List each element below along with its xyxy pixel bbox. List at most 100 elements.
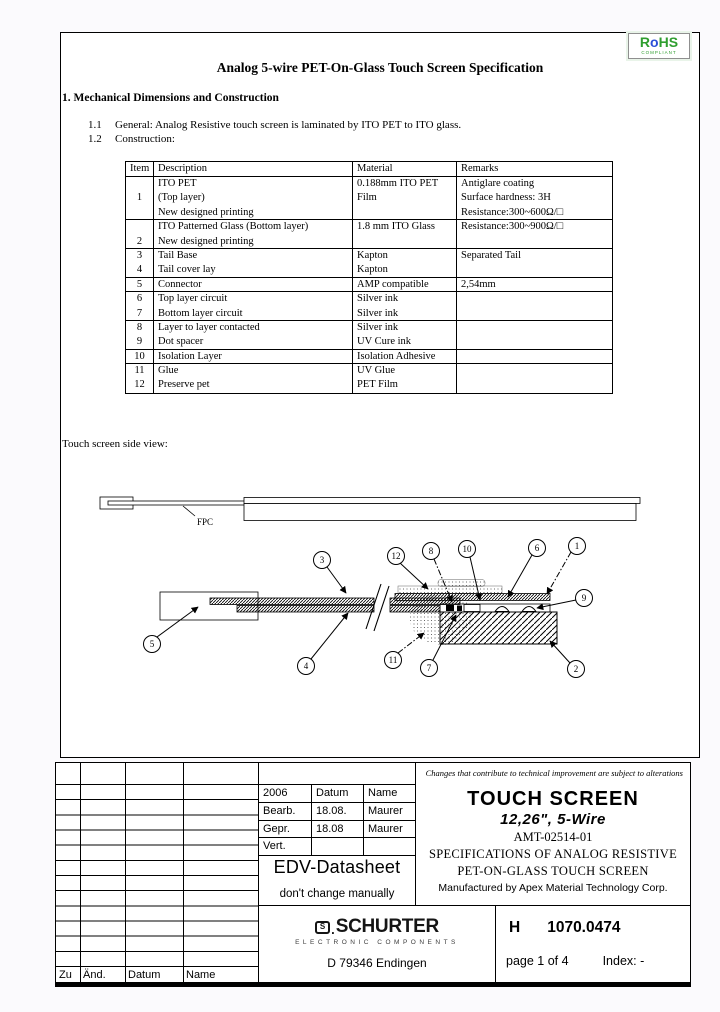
table-cell-description: (Top layer) [154,191,353,206]
table-cell-remarks [457,321,612,335]
balloon-7: 7 [420,659,438,677]
approval-cell: Maurer [364,803,415,821]
preserve-pet-bump [437,579,486,587]
page-info-row: page 1 of 4 Index: - [506,954,690,968]
company-address: D 79346 Endingen [327,956,427,970]
revision-history-grid [56,784,258,966]
company-cell: S . SCHURTER ELECTRONIC COMPONENTS D 793… [259,906,495,983]
section-item-number: 1.1 [88,119,102,131]
glass-outline [243,503,637,521]
table-cell-material: Silver ink [353,306,457,321]
isolation-spacer-box [463,604,481,612]
product-title: TOUCH SCREEN [467,788,639,810]
title-block-divider [258,762,259,983]
table-cell-material: 0.188mm ITO PET [353,177,457,192]
table-cell-material: 1.8 mm ITO Glass [353,220,457,235]
product-spec-line2: PET-ON-GLASS TOUCH SCREEN [457,864,649,878]
table-cell-material: Kapton [353,248,457,264]
balloon-10: 10 [458,540,476,558]
product-part-number: AMT-02514-01 [513,830,593,844]
preserve-pet-layer [397,585,503,594]
table-cell-remarks [457,335,612,350]
table-cell-item: 1 [126,191,154,206]
table-cell-item: 9 [126,335,154,350]
table-header-item: Item [126,162,154,177]
dot-spacer-bump [521,606,537,612]
dot-spacer-bump [494,606,510,612]
index-indicator: Index: - [602,954,645,968]
table-cell-material [353,234,457,249]
cross-section-view [159,579,558,645]
section-item-1-1: 1.1 General: Analog Resistive touch scre… [88,119,461,131]
balloon-2: 2 [567,660,585,678]
table-header-material: Material [353,162,457,177]
touch-screen-side-view-drawing: FPC 1 2 [99,496,641,678]
balloon-3: 3 [313,551,331,569]
table-cell-remarks: Resistance:300~600Ω/□ [457,206,612,221]
table-cell-material: Film [353,191,457,206]
table-cell-remarks [457,364,612,378]
table-cell-item: 5 [126,277,154,293]
svg-text:10: 10 [463,544,473,554]
table-cell-description: Layer to layer contacted [154,320,353,336]
rohs-label: RoHS [639,34,679,50]
svg-text:2: 2 [574,664,579,674]
bottom-thick-border [55,983,691,987]
section-item-text: General: Analog Resistive touch screen i… [115,119,462,131]
table-cell-material: AMP compatible [353,277,457,293]
edv-warning: don't change manually [279,888,395,900]
balloon-11: 11 [384,651,402,669]
product-manufacturer: Manufactured by Apex Material Technology… [438,882,668,894]
title-block-divider [415,762,416,905]
table-cell-description: ITO Patterned Glass (Bottom layer) [154,220,353,235]
svg-text:3: 3 [320,555,325,565]
table-cell-material: Kapton [353,263,457,278]
approval-cell: 18.08 [312,820,364,839]
balloon-9: 9 [575,589,593,607]
fpc-tail-strip [107,500,249,506]
break-line [365,583,382,630]
table-cell-description: New designed printing [154,205,353,221]
svg-text:8: 8 [429,546,434,556]
overall-side-view: FPC [99,496,641,527]
pet-top-layer [394,593,551,601]
table-cell-item: 8 [126,320,154,336]
svg-text:4: 4 [304,661,309,671]
table-cell-remarks: 2,54mm [457,278,612,293]
title-block-divider [495,905,496,983]
table-cell-material: Silver ink [353,292,457,307]
table-cell-description: Top layer circuit [154,292,353,307]
document-number-cell: H 1070.0474 page 1 of 4 Index: - [496,906,690,983]
table-header-description: Description [154,162,353,177]
silver-contact [446,605,454,611]
document-number: 1070.0474 [547,919,621,936]
table-cell-material: Isolation Adhesive [353,349,457,365]
svg-text:12: 12 [392,551,401,561]
fpc-leader-line [182,505,196,517]
table-cell-item: 11 [126,364,154,379]
tail-top-strip [209,597,375,605]
tail-bottom-strip-right [389,605,441,613]
table-cell-item: 7 [126,306,154,321]
silver-contact [457,605,462,611]
edv-cell: EDV-Datasheet don't change manually [259,857,415,905]
alterations-note: Changes that contribute to technical imp… [425,768,683,778]
table-cell-item: 12 [126,378,154,393]
title-block-divider [258,784,416,785]
balloon-6: 6 [528,539,546,557]
svg-text:1: 1 [575,541,580,551]
svg-text:11: 11 [389,655,398,665]
table-header-remarks: Remarks [457,162,612,177]
table-cell-item: 2 [126,234,154,249]
table-cell-material: UV Cure ink [353,335,457,350]
approval-cell [312,838,364,856]
table-cell-remarks [457,263,612,278]
revision-col-name: Name [186,969,216,981]
approval-cell: Gepr. [259,820,312,839]
svg-text:6: 6 [535,543,540,553]
table-cell-item: 10 [126,349,154,365]
approval-cell: Datum [312,785,364,803]
schurter-logo-icon: S [315,920,331,934]
table-cell-description: Bottom layer circuit [154,306,353,321]
table-cell-description: Glue [154,364,353,379]
